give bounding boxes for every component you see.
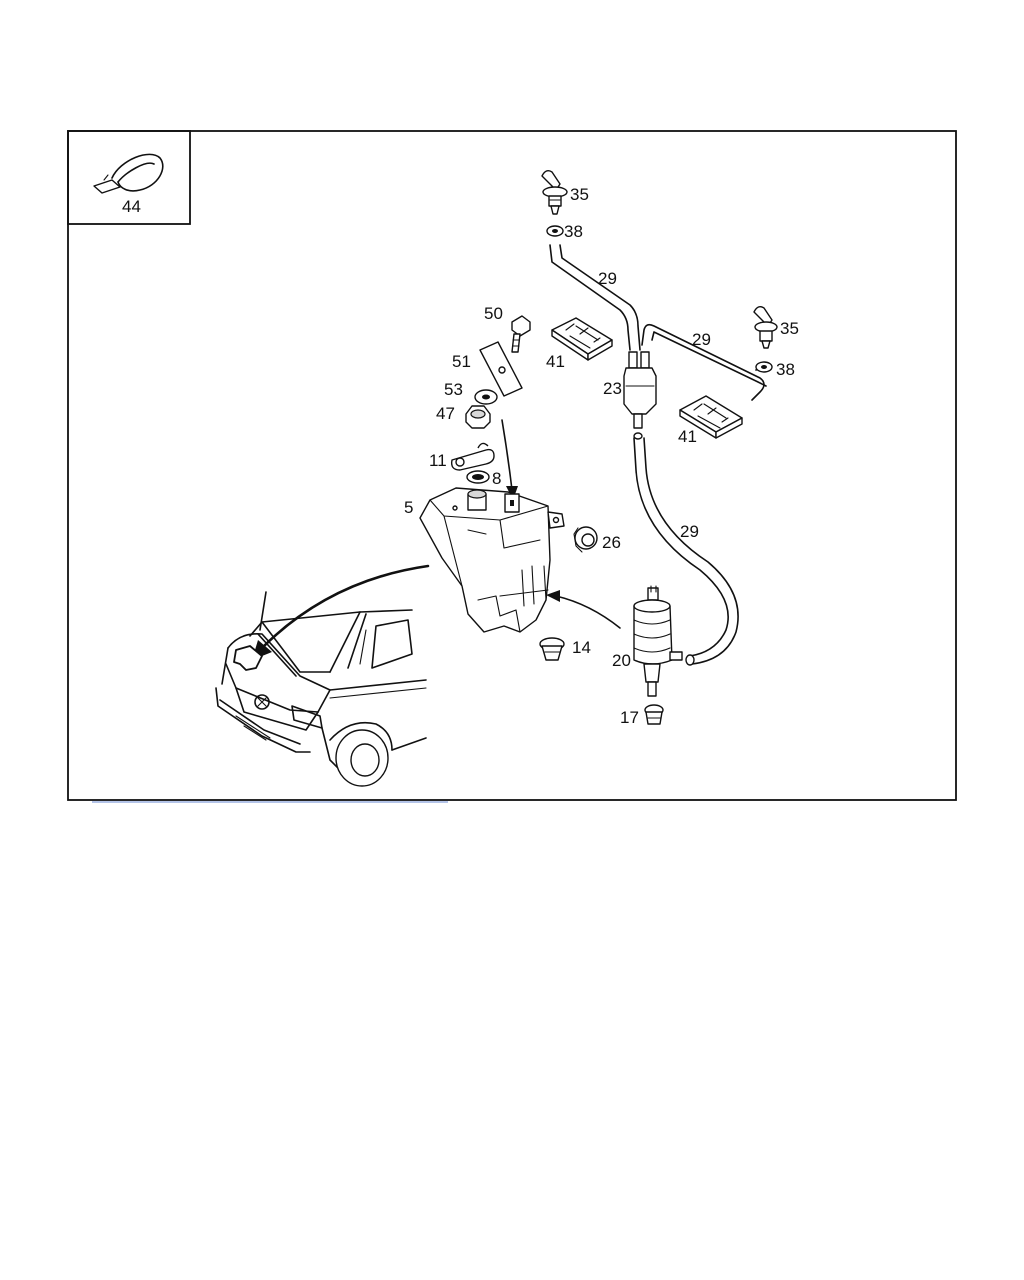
part-number-label: 38 <box>564 222 583 241</box>
rubber-plug-part <box>539 637 565 661</box>
hose-distributor-valve-part <box>623 351 657 440</box>
part-number-label: 26 <box>602 533 621 552</box>
part-number-label: 41 <box>546 352 565 371</box>
part-number-label: 17 <box>620 708 639 727</box>
inset-part-number: 44 <box>122 197 141 216</box>
diagram-frame <box>67 130 957 801</box>
gasket-plate-part <box>479 341 523 397</box>
part-number-label: 41 <box>678 427 697 446</box>
filter-pad-part <box>679 395 743 439</box>
part-number-label: 23 <box>603 379 622 398</box>
part-number-label: 29 <box>598 269 617 288</box>
part-number-label: 14 <box>572 638 591 657</box>
location-arrow <box>252 564 430 660</box>
pump-grommet-part <box>644 704 664 725</box>
bolt-part <box>511 315 531 353</box>
part-number-label: 29 <box>692 330 711 349</box>
grommet-part <box>573 526 598 553</box>
part-labels: 44 35 38 29 29 35 38 50 41 51 53 47 23 4… <box>122 185 799 727</box>
rubber-washer-part <box>546 225 564 237</box>
washer-fluid-reservoir-part <box>419 487 565 633</box>
filter-pad-part <box>551 317 613 361</box>
part-number-label: 47 <box>436 404 455 423</box>
washer-hose-long <box>633 437 739 666</box>
part-number-label: 5 <box>404 498 413 517</box>
part-number-label: 11 <box>429 451 447 470</box>
washer-nozzle-part <box>753 305 778 349</box>
hose-clip-part <box>450 442 495 471</box>
part-number-label: 35 <box>570 185 589 204</box>
assembly-arrow <box>546 590 621 629</box>
washer-nozzle-part <box>541 169 568 215</box>
flat-washer-part <box>474 389 498 405</box>
assembly-arrow <box>501 419 518 500</box>
van-front-illustration <box>215 591 427 787</box>
rubber-washer-part <box>755 361 773 373</box>
part-number-label: 29 <box>680 522 699 541</box>
part-number-label: 53 <box>444 380 463 399</box>
part-number-label: 20 <box>612 651 631 670</box>
washer-pump-part <box>633 585 683 697</box>
seal-ring-part <box>466 470 490 484</box>
part-number-label: 35 <box>780 319 799 338</box>
part-number-label: 38 <box>776 360 795 379</box>
cable-tie-part <box>93 153 164 194</box>
part-number-label: 51 <box>452 352 471 371</box>
part-number-label: 50 <box>484 304 503 323</box>
inset-box <box>67 130 191 225</box>
part-number-label: 8 <box>492 469 501 488</box>
nut-part <box>465 405 491 429</box>
